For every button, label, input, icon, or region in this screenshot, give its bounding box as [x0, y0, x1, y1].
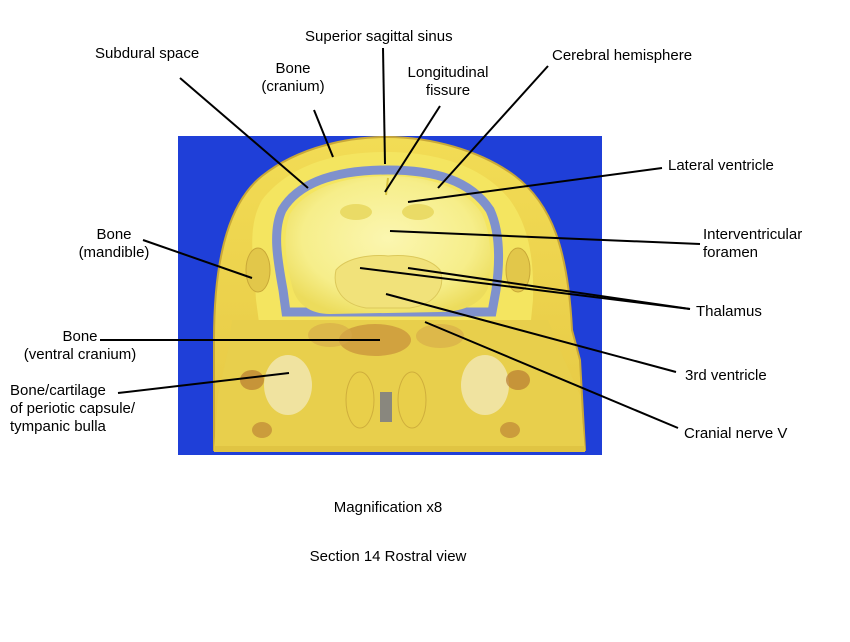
leader-bone-mandible [142, 239, 253, 279]
caption-section: Section 14 Rostral view [309, 548, 467, 565]
label-longitudinal-fissure: Longitudinal fissure [398, 64, 498, 100]
label-bone-cranium-line1: Bone [275, 60, 311, 77]
label-bone-cartilage-line1: Bone/cartilage [10, 382, 106, 399]
label-superior-sagittal-sinus: Superior sagittal sinus [305, 28, 453, 45]
leader-thalamus-2 [407, 267, 691, 310]
label-third-ventricle: 3rd ventricle [685, 367, 767, 384]
label-subdural-space: Subdural space [95, 45, 200, 62]
leader-cerebral-hemisphere [437, 65, 549, 189]
caption-magnification: Magnification x8 [333, 499, 443, 516]
fissure-line [385, 177, 389, 196]
lateral-ventricle-right [402, 204, 434, 220]
mandible-left [245, 247, 271, 293]
label-lateral-ventricle: Lateral ventricle [668, 157, 774, 174]
thalamus-region [334, 255, 443, 309]
label-longitudinal-fissure-line2: fissure [425, 82, 471, 99]
leader-longitudinal-fissure [384, 105, 441, 193]
midline-gap [380, 392, 392, 422]
leader-thalamus-1 [359, 267, 691, 310]
label-bone-cartilage-line2: of periotic capsule/ [10, 400, 136, 417]
label-bone-mandible: Bone (mandible) [74, 226, 154, 262]
leader-lines [100, 47, 701, 429]
brown-spot-right [506, 370, 530, 390]
label-interventricular-foramen: Interventricular foramen [703, 226, 802, 262]
label-bone-cartilage: Bone/cartilage of periotic capsule/ tymp… [10, 382, 135, 436]
label-longitudinal-fissure-line1: Longitudinal [407, 64, 489, 81]
brown-spot-lower-right [500, 422, 520, 438]
leader-bone-cartilage [117, 372, 290, 394]
label-bone-cranium-line2: (cranium) [261, 78, 325, 95]
lateral-ventricle-left [340, 204, 372, 220]
label-bone-cartilage-line3: tympanic bulla [10, 418, 106, 435]
bottom-cut-edge [214, 446, 585, 452]
label-interventricular-foramen-line1: Interventricular [703, 226, 803, 243]
label-bone-ventral-cranium-line1: Bone [62, 328, 98, 345]
label-interventricular-foramen-line2: foramen [703, 244, 759, 261]
label-bone-ventral-cranium-line2: (ventral cranium) [23, 346, 137, 363]
label-bone-mandible-line2: (mandible) [78, 244, 150, 261]
label-bone-cranium: Bone (cranium) [255, 60, 331, 96]
leader-superior-sagittal-sinus [382, 47, 386, 165]
subdural-gap [272, 165, 503, 317]
label-bone-ventral-cranium: Bone (ventral cranium) [10, 328, 150, 364]
leader-third-ventricle [385, 293, 677, 373]
tympanic-bulla-left [264, 355, 312, 415]
lower-structure-1 [345, 371, 375, 429]
ventral-patch-3 [416, 324, 464, 348]
leader-cranial-nerve-v [424, 321, 679, 429]
ventral-patch-2 [308, 323, 352, 347]
leader-bone-cranium [313, 109, 334, 158]
lower-structure-2 [397, 371, 427, 429]
leader-subdural-space [179, 77, 309, 189]
brown-spot-left [240, 370, 264, 390]
mandible-right [505, 247, 531, 293]
label-bone-mandible-line1: Bone [96, 226, 132, 243]
ventral-base [214, 320, 585, 450]
leader-interventricular-foramen [389, 230, 701, 245]
label-thalamus: Thalamus [696, 303, 762, 320]
brown-spot-lower-left [252, 422, 272, 438]
tympanic-bulla-right [461, 355, 509, 415]
label-cranial-nerve-v: Cranial nerve V [684, 425, 788, 442]
leader-lateral-ventricle [407, 167, 663, 203]
label-cerebral-hemisphere: Cerebral hemisphere [552, 47, 693, 64]
